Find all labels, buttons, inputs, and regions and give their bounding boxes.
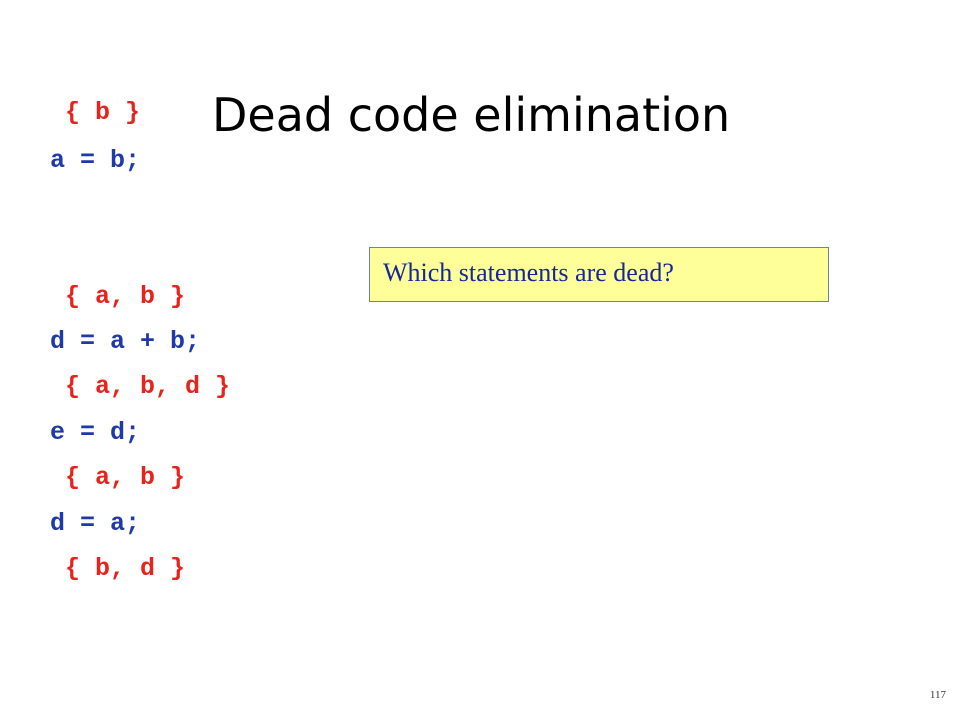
callout-text: Which statements are dead? <box>383 258 674 287</box>
question-callout-box: Which statements are dead? <box>369 247 829 302</box>
live-set-line: { b, d } <box>50 554 186 583</box>
code-statement-line: e = d; <box>50 418 141 447</box>
code-statement-line: a = b; <box>50 146 141 175</box>
live-set-line: { a, b } <box>50 282 186 311</box>
live-set-line: { b } <box>50 98 141 127</box>
slide-title: Dead code elimination <box>212 88 731 142</box>
code-statement-line: d = a; <box>50 509 141 538</box>
live-set-line: { a, b } <box>50 463 186 492</box>
code-statement-line: d = a + b; <box>50 327 201 356</box>
live-set-line: { a, b, d } <box>50 372 231 401</box>
page-number: 117 <box>929 689 946 701</box>
